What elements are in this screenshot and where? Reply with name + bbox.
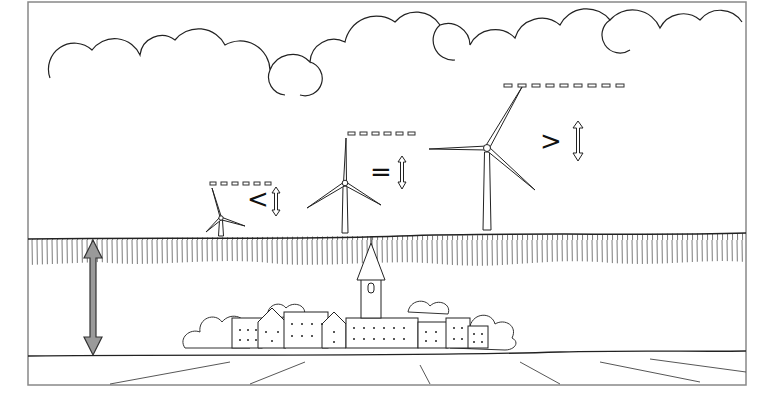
- comparison-symbol: <: [247, 186, 269, 212]
- comparison-symbol: >: [540, 128, 562, 154]
- comparison-symbol: =: [370, 159, 392, 185]
